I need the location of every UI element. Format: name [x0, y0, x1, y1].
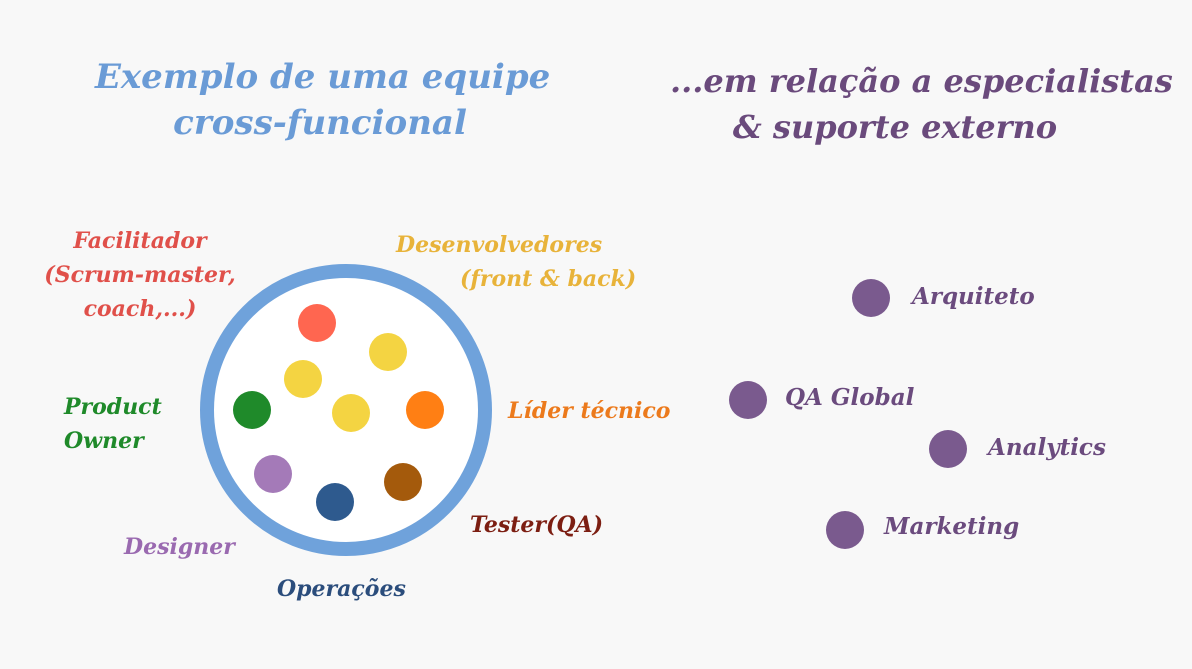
- developer-dot-1: [369, 333, 407, 371]
- designer-dot: [254, 455, 292, 493]
- qa-global-dot: [729, 381, 767, 419]
- product-owner-line-2: Owner: [64, 428, 144, 454]
- qa-global-label: QA Global: [785, 384, 915, 411]
- left-title-line-2: cross-funcional: [173, 103, 467, 143]
- desenvolvedores-line-2: (front & back): [460, 266, 637, 292]
- marketing-dot: [826, 511, 864, 549]
- right-title: ...em relação a especialistas & suporte …: [670, 58, 1173, 150]
- product-owner-label: Product Owner: [64, 390, 162, 458]
- analytics-label: Analytics: [988, 434, 1106, 461]
- marketing-label: Marketing: [884, 513, 1020, 540]
- facilitador-line-1: Facilitador: [73, 228, 207, 254]
- designer-label: Designer: [124, 534, 235, 560]
- desenvolvedores-label: Desenvolvedores (front & back): [396, 228, 636, 296]
- lider-tecnico-label: Líder técnico: [508, 398, 671, 424]
- operacoes-label: Operações: [277, 576, 406, 602]
- facilitador-line-2: (Scrum-master,: [44, 262, 236, 288]
- right-title-line-2: & suporte externo: [732, 108, 1058, 146]
- developer-dot-2: [284, 360, 322, 398]
- right-title-line-1: ...em relação a especialistas: [670, 62, 1173, 100]
- operacoes-dot: [316, 483, 354, 521]
- desenvolvedores-line-1: Desenvolvedores: [396, 232, 603, 258]
- facilitador-line-3: coach,...): [83, 296, 197, 322]
- arquiteto-label: Arquiteto: [912, 283, 1035, 310]
- lider-tecnico-dot: [406, 391, 444, 429]
- analytics-dot: [929, 430, 967, 468]
- product-owner-dot: [233, 391, 271, 429]
- tester-label: Tester(QA): [470, 512, 604, 538]
- developer-dot-3: [332, 394, 370, 432]
- left-title: Exemplo de uma equipe cross-funcional: [95, 54, 551, 146]
- arquiteto-dot: [852, 279, 890, 317]
- tester-dot: [384, 463, 422, 501]
- facilitador-label: Facilitador (Scrum-master, coach,...): [40, 224, 240, 326]
- product-owner-line-1: Product: [64, 394, 162, 420]
- facilitador-dot: [298, 304, 336, 342]
- left-title-line-1: Exemplo de uma equipe: [95, 57, 551, 97]
- team-circle: [200, 264, 492, 556]
